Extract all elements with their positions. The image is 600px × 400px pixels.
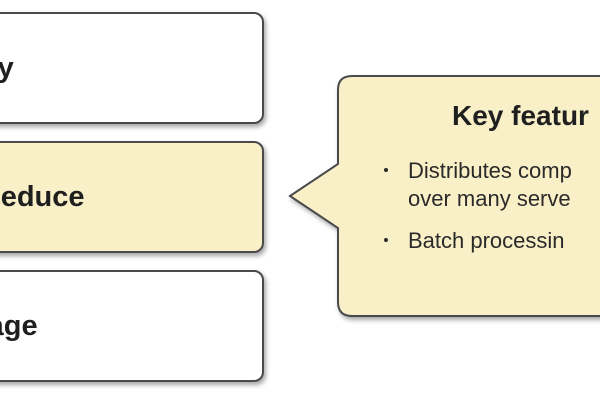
bullet-icon: [384, 168, 388, 172]
map-reduce-layer-label: p Reduce: [0, 180, 85, 213]
feature-list: Distributes comp over many serve Batch p…: [378, 157, 572, 269]
storage-layer-label: torage: [0, 309, 38, 342]
query-layer-label: Query: [0, 52, 14, 85]
storage-layer-box: torage: [0, 270, 264, 382]
feature-item-line1: Distributes comp: [408, 158, 572, 183]
map-reduce-layer-box: p Reduce: [0, 141, 264, 253]
feature-item-distributes: Distributes comp over many serve: [378, 157, 572, 213]
bullet-icon: [384, 238, 388, 242]
feature-item-line1: Batch processin: [408, 228, 565, 253]
callout-title: Key featur: [452, 100, 589, 131]
callout-bubble-shape: [288, 75, 600, 317]
query-layer-box: Query: [0, 12, 264, 124]
feature-item-line2: over many serve: [408, 186, 571, 211]
feature-item-batch: Batch processin: [378, 227, 572, 255]
